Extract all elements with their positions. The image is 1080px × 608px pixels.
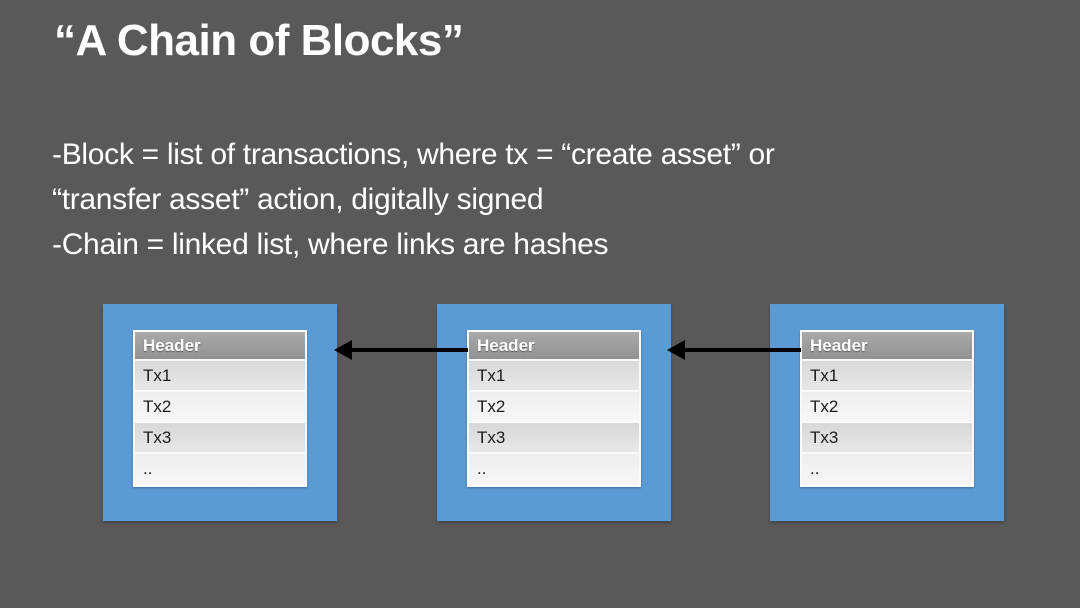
block-1-table: Header Tx1 Tx2 Tx3 .. xyxy=(133,330,307,487)
block-1: Header Tx1 Tx2 Tx3 .. xyxy=(103,304,337,521)
table-header-row: Header xyxy=(135,332,305,361)
block-3: Header Tx1 Tx2 Tx3 .. xyxy=(770,304,1004,521)
table-row: .. xyxy=(802,454,972,485)
table-row: Tx2 xyxy=(469,392,639,423)
block-2-table: Header Tx1 Tx2 Tx3 .. xyxy=(467,330,641,487)
table-row: .. xyxy=(135,454,305,485)
body-line-2: “transfer asset” action, digitally signe… xyxy=(52,183,544,216)
body-line-1: -Block = list of transactions, where tx … xyxy=(52,138,775,171)
table-row: Tx2 xyxy=(802,392,972,423)
table-row: Tx3 xyxy=(469,423,639,454)
table-row: .. xyxy=(469,454,639,485)
table-row: Tx1 xyxy=(802,361,972,392)
table-row: Tx3 xyxy=(135,423,305,454)
table-row: Tx1 xyxy=(469,361,639,392)
left-arrowhead-icon xyxy=(334,340,352,360)
block-3-table: Header Tx1 Tx2 Tx3 .. xyxy=(800,330,974,487)
table-row: Tx2 xyxy=(135,392,305,423)
table-header-row: Header xyxy=(802,332,972,361)
slide-title: “A Chain of Blocks” xyxy=(54,16,464,65)
table-row: Tx3 xyxy=(802,423,972,454)
body-line-3: -Chain = linked list, where links are ha… xyxy=(52,228,609,261)
body-text: -Block = list of transactions, where tx … xyxy=(52,132,775,267)
table-row: Tx1 xyxy=(135,361,305,392)
block-2: Header Tx1 Tx2 Tx3 .. xyxy=(437,304,671,521)
table-header-row: Header xyxy=(469,332,639,361)
left-arrowhead-icon xyxy=(667,340,685,360)
hash-link-arrow-line xyxy=(350,348,468,352)
hash-link-arrow-line xyxy=(683,348,801,352)
